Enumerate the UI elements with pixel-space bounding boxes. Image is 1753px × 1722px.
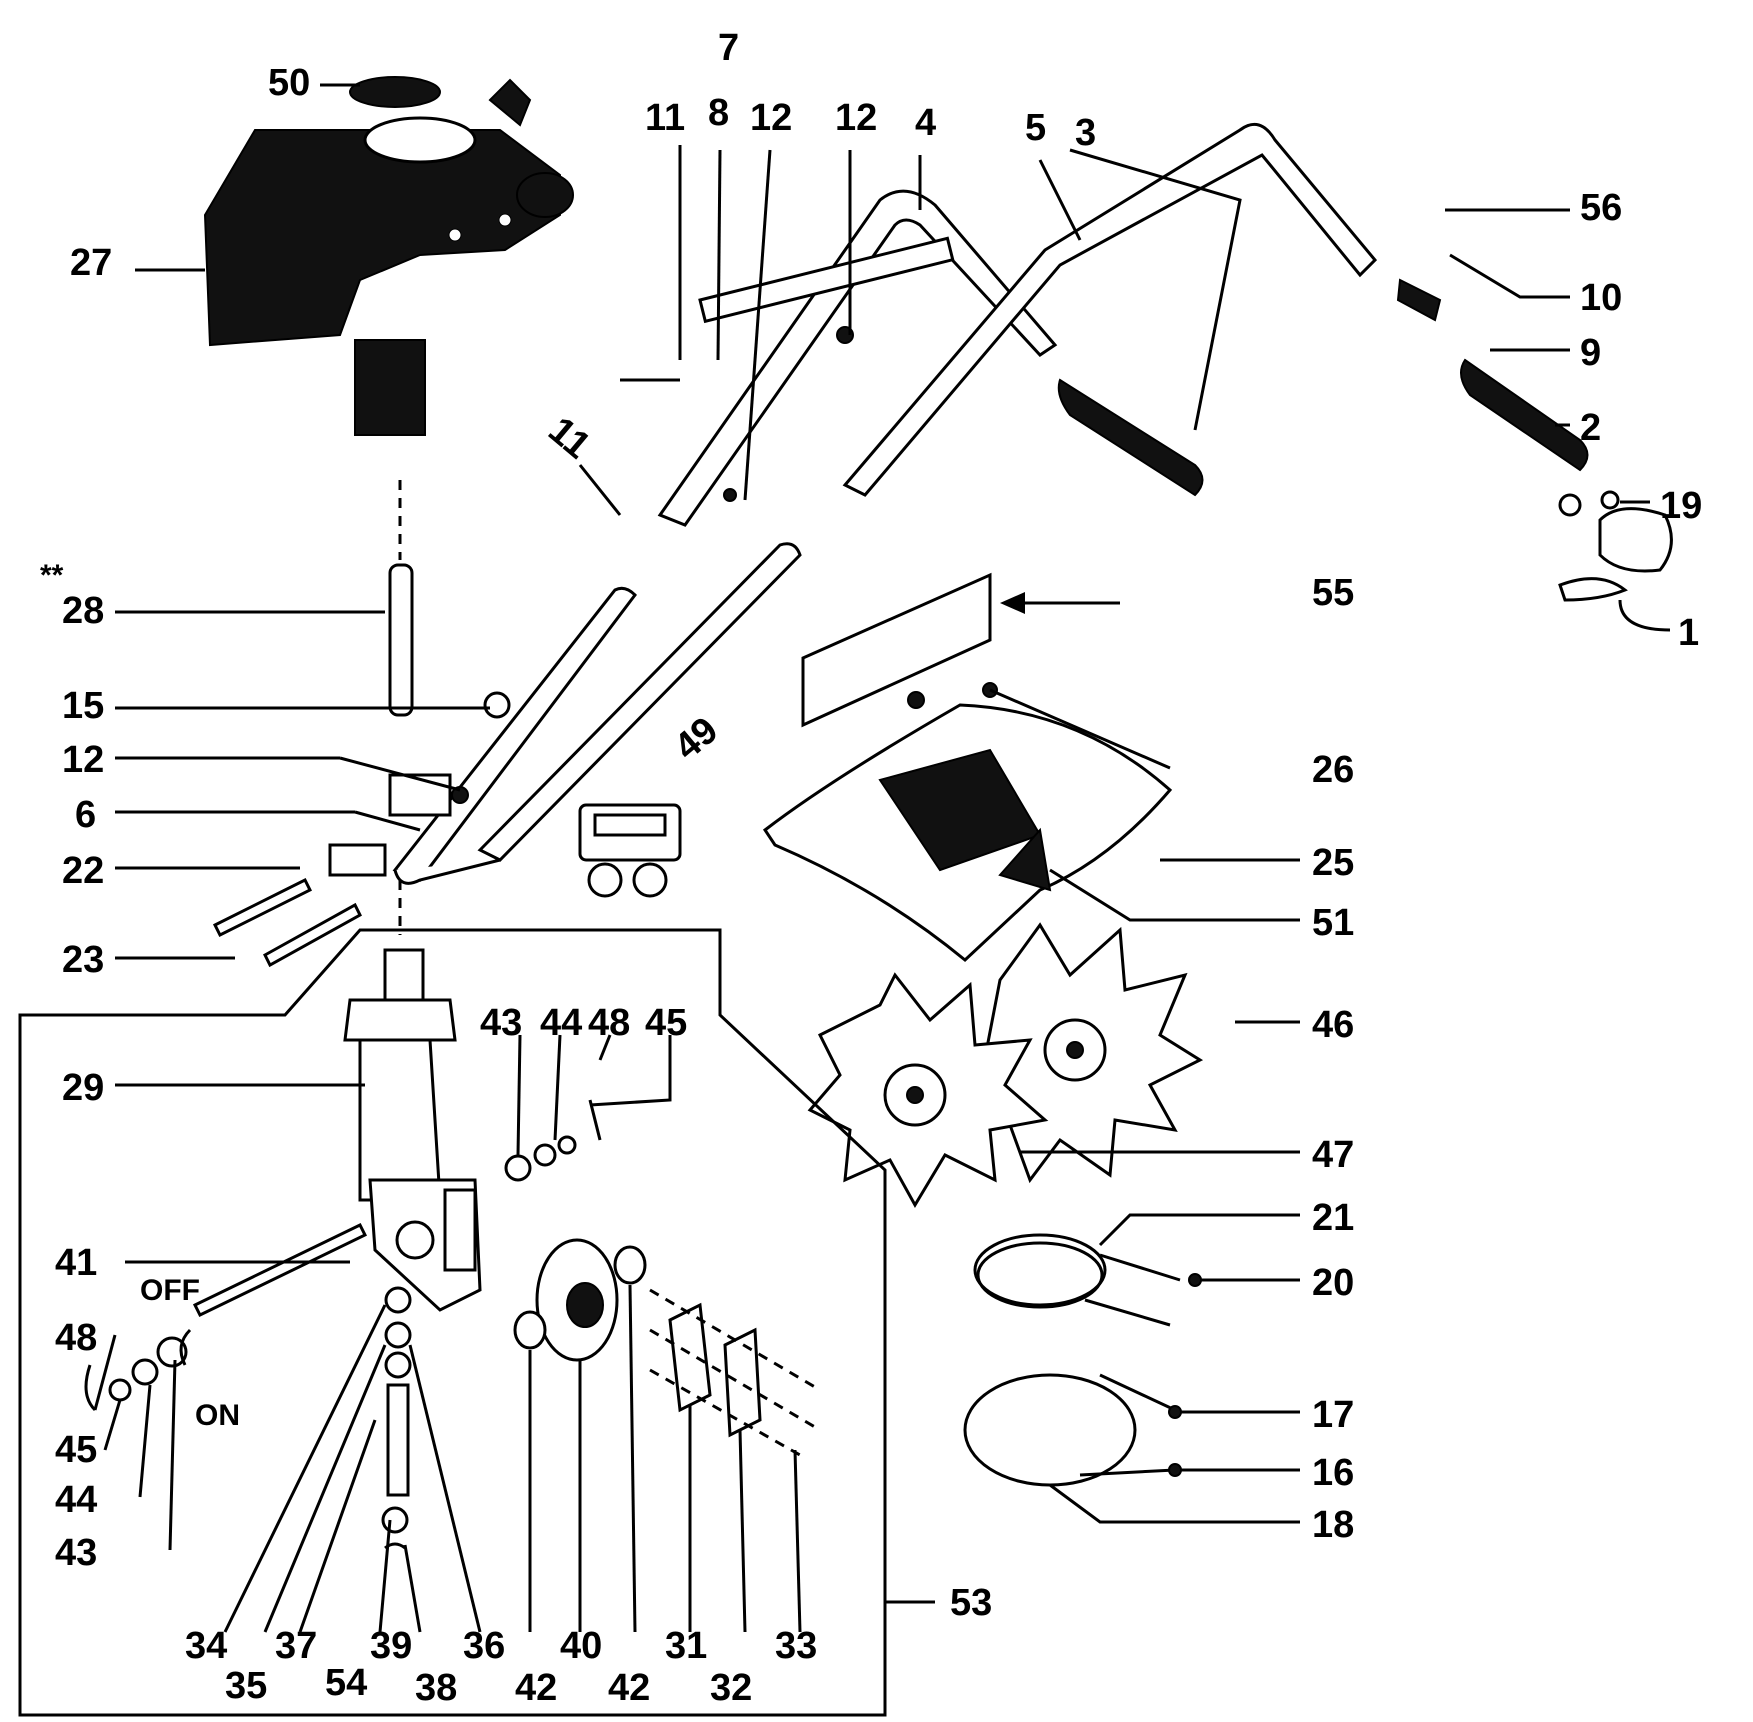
- label-10: 10: [1580, 277, 1622, 319]
- label-36: 36: [463, 1625, 505, 1667]
- label-16: 16: [1312, 1452, 1354, 1494]
- label-28: 28: [62, 590, 104, 632]
- gear-part-40: [535, 1238, 619, 1362]
- label-46: 46: [1312, 1004, 1354, 1046]
- shaft-part-28: [388, 563, 414, 717]
- label-42a: 42: [515, 1667, 557, 1709]
- label-44a: 44: [540, 1002, 582, 1044]
- cap-part-50: [349, 76, 441, 108]
- label-on: ON: [195, 1399, 240, 1432]
- label-54: 54: [325, 1662, 367, 1704]
- label-50: 50: [268, 62, 310, 104]
- label-42b: 42: [608, 1667, 650, 1709]
- label-23: 23: [62, 939, 104, 981]
- label-17: 17: [1312, 1394, 1354, 1436]
- label-26: 26: [1312, 749, 1354, 791]
- label-51: 51: [1312, 902, 1354, 944]
- label-12b: 12: [835, 97, 877, 139]
- label-49: 49: [667, 709, 726, 768]
- label-29: 29: [62, 1067, 104, 1109]
- label-45a: 45: [645, 1002, 687, 1044]
- bracket-part-49: [578, 803, 682, 898]
- label-15: 15: [62, 685, 104, 727]
- label-1: 1: [1678, 612, 1699, 654]
- label-47: 47: [1312, 1134, 1354, 1176]
- leader-lines: [93, 83, 1671, 1633]
- label-27: 27: [70, 242, 112, 284]
- label-53: 53: [950, 1582, 992, 1624]
- label-32: 32: [710, 1667, 752, 1709]
- label-4: 4: [915, 102, 936, 144]
- label-off: OFF: [140, 1274, 200, 1307]
- label-7: 7: [718, 27, 739, 69]
- label-22: 22: [62, 850, 104, 892]
- tine-shield-part-25: [762, 703, 1173, 962]
- label-44b: 44: [55, 1479, 97, 1521]
- label-55: 55: [1312, 572, 1354, 614]
- label-19: 19: [1660, 485, 1702, 527]
- engine-part-27: [203, 76, 574, 436]
- label-12c: 12: [62, 739, 104, 781]
- label-34: 34: [185, 1625, 227, 1667]
- label-37: 37: [275, 1625, 317, 1667]
- label-6: 6: [75, 794, 96, 836]
- label-38: 38: [415, 1667, 457, 1709]
- label-20: 20: [1312, 1262, 1354, 1304]
- label-40: 40: [560, 1625, 602, 1667]
- label-39: 39: [370, 1625, 412, 1667]
- label-33: 33: [775, 1625, 817, 1667]
- label-48a: 48: [588, 1002, 630, 1044]
- label-43a: 43: [480, 1002, 522, 1044]
- label-star: **: [40, 559, 64, 592]
- label-5: 5: [1025, 107, 1046, 149]
- label-9: 9: [1580, 332, 1601, 374]
- label-43b: 43: [55, 1532, 97, 1574]
- part-number-labels: 50 27 ** 28 15 12 6 22 23 29 41 OFF 48 O…: [40, 27, 1702, 1709]
- label-41: 41: [55, 1242, 97, 1284]
- assembly-outline-53: [18, 928, 887, 1717]
- tines-part-46-47: [807, 922, 1204, 1208]
- label-21: 21: [1312, 1197, 1354, 1239]
- label-11b: 11: [540, 409, 598, 467]
- label-48b: 48: [55, 1317, 97, 1359]
- cable-part-21: [973, 1233, 1202, 1327]
- gearbox-part-29: [343, 948, 482, 1312]
- label-31: 31: [665, 1625, 707, 1667]
- label-45b: 45: [55, 1429, 97, 1471]
- label-8: 8: [708, 92, 729, 134]
- upper-handle-bars: [620, 122, 1673, 602]
- cable-part-18: [963, 1373, 1182, 1487]
- decal-part-55: [801, 572, 992, 728]
- label-11a: 11: [645, 97, 685, 139]
- label-3: 3: [1075, 112, 1096, 154]
- label-2: 2: [1580, 407, 1601, 449]
- label-18: 18: [1312, 1504, 1354, 1546]
- label-35: 35: [225, 1665, 267, 1707]
- lower-handle-frame: [212, 542, 802, 968]
- label-56: 56: [1580, 187, 1622, 229]
- label-25: 25: [1312, 842, 1354, 884]
- label-12a: 12: [750, 97, 792, 139]
